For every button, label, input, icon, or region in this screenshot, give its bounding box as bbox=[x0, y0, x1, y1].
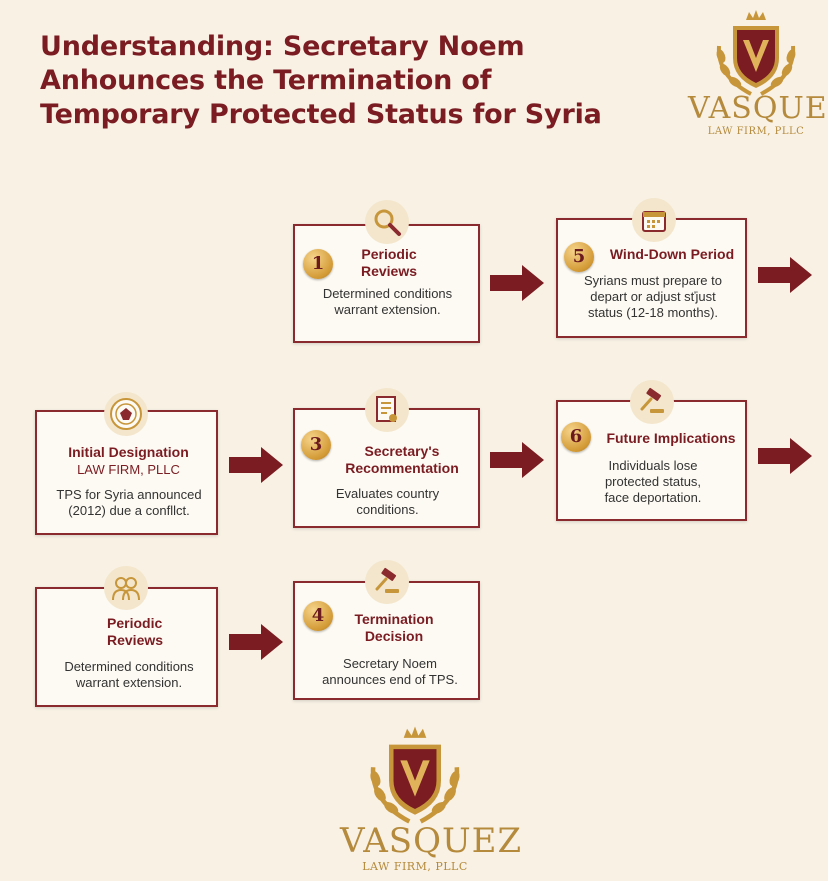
step-number-badge: 6 bbox=[561, 422, 591, 452]
gavel-icon bbox=[630, 380, 674, 424]
step-title: Secretary's Recommentation bbox=[345, 443, 459, 476]
step-description: TPS for Syria announced (2012) due a con… bbox=[56, 487, 202, 518]
arrow-right-icon bbox=[229, 624, 283, 660]
calendar-icon bbox=[632, 198, 676, 242]
step-title: Future Implications bbox=[606, 430, 736, 446]
step-title: Periodic Reviews bbox=[107, 615, 164, 648]
step-number-badge: 4 bbox=[303, 601, 333, 631]
arrow-right-icon bbox=[758, 438, 812, 474]
arrow-right-icon bbox=[758, 257, 812, 293]
arrow-right-icon bbox=[229, 447, 283, 483]
step-description: Evaluates country conditions. bbox=[335, 486, 440, 517]
step-title: Termination Decision bbox=[354, 611, 434, 644]
step-title: Periodic Reviews bbox=[360, 246, 418, 279]
step-card-periodic-reviews: 1 Periodic Reviews Determined conditions… bbox=[293, 224, 480, 343]
crest-icon bbox=[716, 10, 796, 96]
step-description: Secretary Noem announces end of TPS. bbox=[322, 656, 458, 687]
step-title: Initial Designation bbox=[68, 444, 189, 460]
step-description: Individuals lose protected status, face … bbox=[604, 458, 702, 505]
magnifier-icon bbox=[365, 200, 409, 244]
crest-icon bbox=[370, 726, 460, 824]
step-number-badge: 1 bbox=[303, 249, 333, 279]
gavel-icon bbox=[365, 560, 409, 604]
seal-icon bbox=[104, 392, 148, 436]
arrow-right-icon bbox=[490, 265, 544, 301]
page-title: Understanding: Secretary Noem Anhounces … bbox=[40, 31, 602, 130]
step-number-badge: 3 bbox=[301, 430, 331, 460]
vasquez-logo-top: VASQUEZ LAW FIRM, PLLC bbox=[688, 6, 828, 137]
step-description: Determined conditions warrant extension. bbox=[64, 659, 194, 690]
arrow-right-icon bbox=[490, 442, 544, 478]
step-description: Determined conditions warrant extension. bbox=[322, 286, 453, 317]
people-icon bbox=[104, 566, 148, 610]
document-icon bbox=[365, 388, 409, 432]
step-card-future-implications: 6 Future Implications Individuals lose p… bbox=[556, 400, 747, 521]
step-description: Syrians must prepare to depart or adjust… bbox=[583, 273, 722, 320]
step-subtitle: LAW FIRM, PLLC bbox=[77, 462, 180, 477]
step-number-badge: 5 bbox=[564, 242, 594, 272]
vasquez-logo-bottom: VASQUEZ LAW FIRM, PLLC bbox=[340, 722, 521, 873]
step-title: Wind-Down Period bbox=[609, 246, 735, 262]
